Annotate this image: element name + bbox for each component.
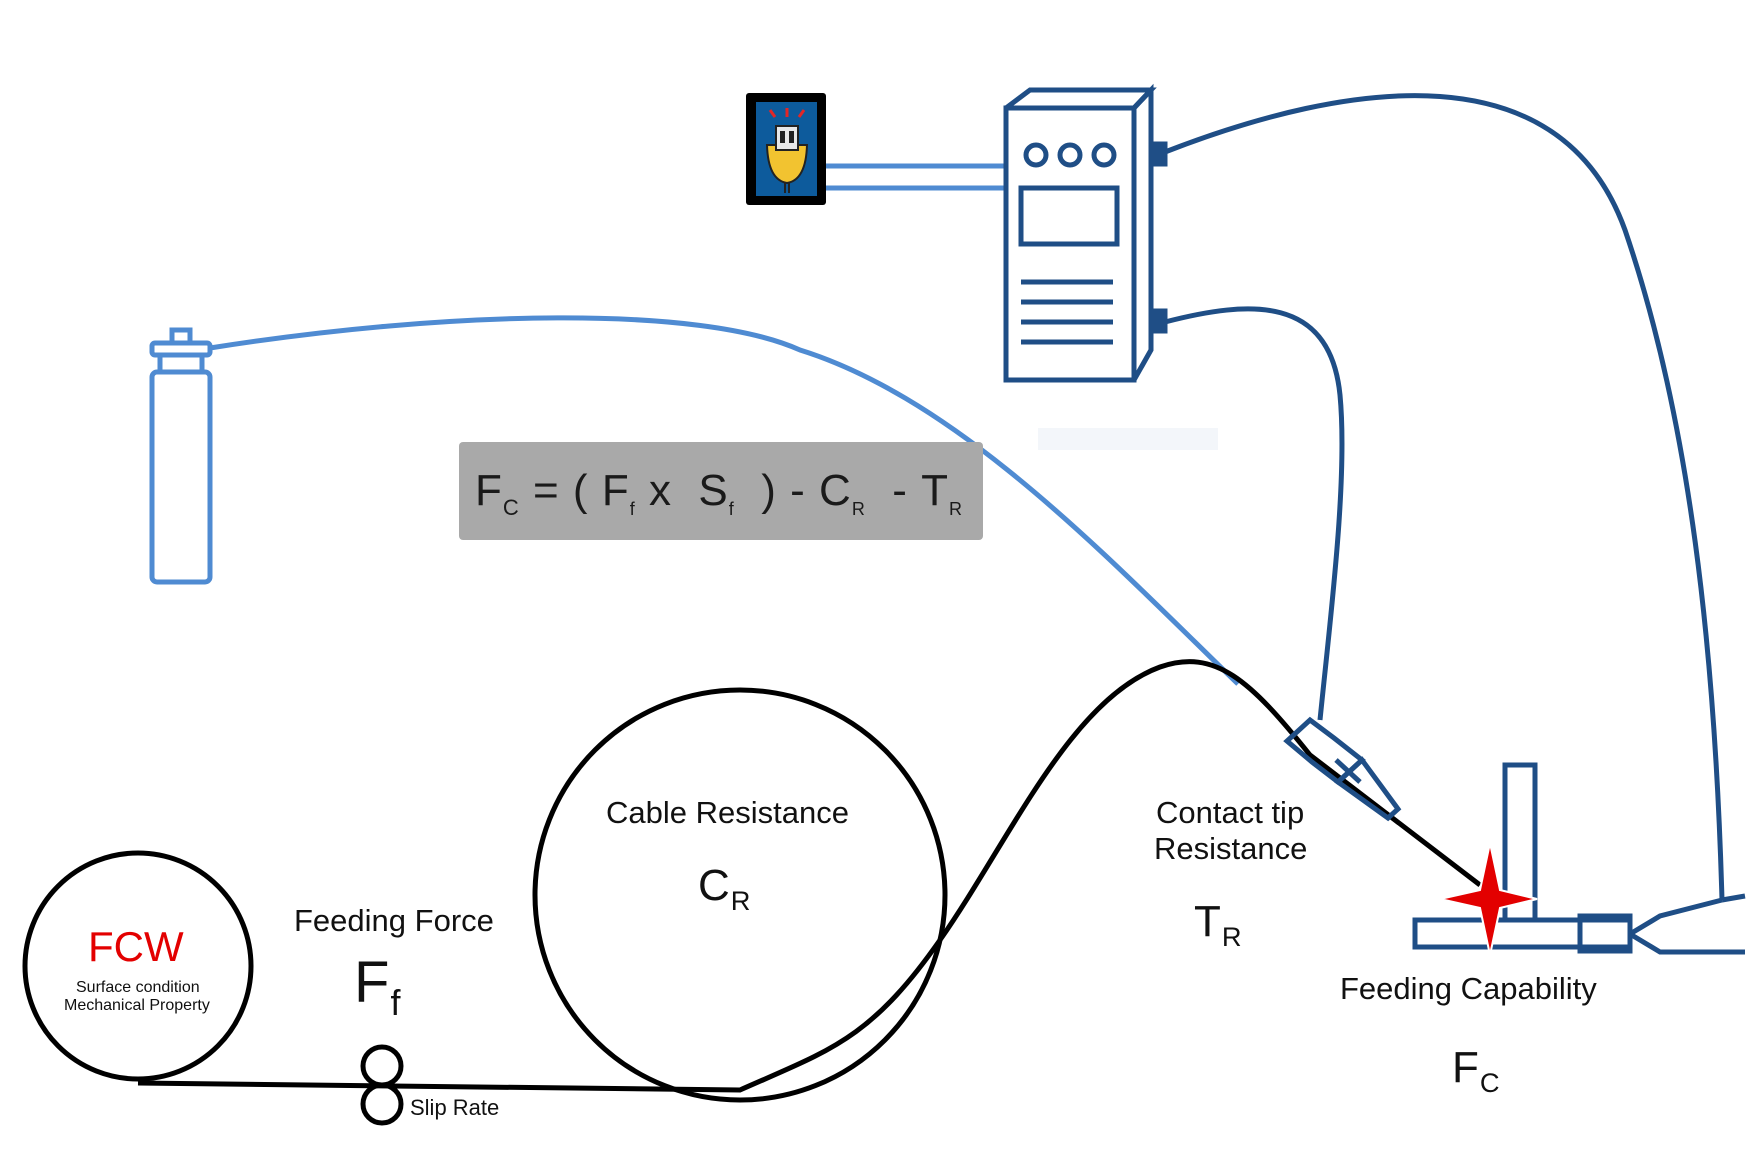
formula-c: C (819, 466, 852, 515)
slip-rate-label: Slip Rate (410, 1095, 500, 1120)
cable-resistance-c: C (698, 861, 730, 910)
gas-hose (209, 315, 1240, 686)
formula-ff: F (601, 466, 630, 515)
formula-fc: F (475, 466, 503, 515)
formula-s-sub: f (728, 499, 735, 519)
feeding-capability-sub: C (1479, 1066, 1500, 1098)
torch-cable (1164, 306, 1345, 721)
contact-tip-sub: R (1221, 920, 1242, 952)
contact-tip-symbol: TR (1194, 896, 1242, 953)
workpiece-icon (1412, 762, 1746, 955)
feeding-capability-f: F (1452, 1043, 1479, 1092)
formula-close: ) (761, 466, 777, 515)
contact-tip-label-line2: Resistance (1154, 831, 1308, 866)
faint-overlay (1038, 428, 1218, 450)
power-cable (826, 163, 1006, 191)
formula-t-sub: R (949, 499, 964, 519)
feeding-force-sub: f (390, 981, 401, 1023)
formula-box: FC = ( Ff x Sf ) - CR - TR (459, 442, 983, 540)
feeding-force-symbol: Ff (354, 948, 400, 1024)
feeding-capability-label: Feeding Capability (1340, 971, 1597, 1006)
power-outlet-icon (746, 93, 826, 205)
formula-c-sub: R (851, 499, 866, 519)
arc-spark-icon (1439, 842, 1538, 956)
cable-resistance-symbol: CR (698, 860, 750, 917)
cable-resistance-sub: R (730, 884, 751, 916)
feeding-force-f: F (354, 950, 390, 1015)
fcw-mechanical-property: Mechanical Property (64, 997, 210, 1014)
formula-minus-1: - (790, 466, 806, 515)
cable-coil (532, 687, 948, 1103)
feeding-force-label: Feeding Force (294, 903, 494, 938)
feeding-capability-formula: FC = ( Ff x Sf ) - CR - TR (475, 466, 963, 521)
formula-eq: = ( (533, 466, 589, 515)
feeding-capability-symbol: FC (1452, 1042, 1500, 1099)
ground-cable (1164, 93, 1725, 901)
wire-path (137, 659, 1482, 1093)
welding-torch-icon (1283, 716, 1402, 822)
formula-t: T (921, 466, 950, 515)
gas-cylinder-icon (149, 327, 213, 585)
formula-fc-sub: C (502, 495, 520, 520)
formula-s: S (698, 466, 729, 515)
contact-tip-label-line1: Contact tip (1156, 795, 1305, 830)
feed-rollers-icon (360, 1044, 404, 1126)
fcw-spool (22, 850, 254, 1082)
formula-minus-2: - (892, 466, 908, 515)
welding-machine-icon (1003, 83, 1168, 383)
fcw-title: FCW (88, 923, 184, 970)
contact-tip-t: T (1194, 897, 1221, 946)
formula-times: x (648, 466, 672, 515)
cable-resistance-label: Cable Resistance (606, 795, 849, 830)
fcw-surface-condition: Surface condition (76, 979, 200, 996)
formula-ff-sub: f (629, 499, 636, 519)
